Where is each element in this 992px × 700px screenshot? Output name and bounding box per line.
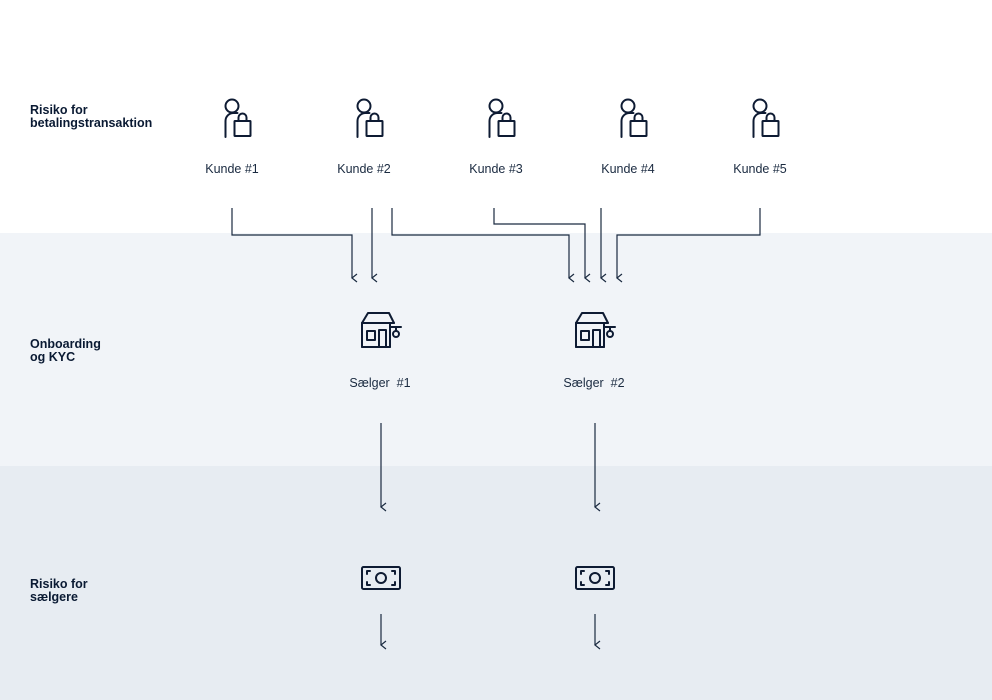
customer-label: Kunde #3 <box>469 162 523 176</box>
customer-label: Kunde #2 <box>337 162 391 176</box>
storefront-icon <box>575 312 616 348</box>
seller-label: Sælger #2 <box>563 376 625 390</box>
connector-customer1-seller1 <box>231 208 358 283</box>
customer-label: Kunde #5 <box>733 162 787 176</box>
connector-customer2-seller2 <box>391 208 575 283</box>
customer-shopping-icon <box>752 98 780 138</box>
row-label-seller-risk: Risiko for sælgere <box>30 577 88 604</box>
seller-risk-band <box>0 466 992 700</box>
banknote-icon <box>575 566 615 590</box>
row-label-payment-risk: Risiko for betalingstransaktion <box>30 103 153 130</box>
row-label-onboarding: Onboarding og KYC <box>30 337 101 364</box>
seller-label: Sælger #1 <box>349 376 411 390</box>
onboarding-band <box>0 233 992 466</box>
customer-shopping-icon <box>488 98 516 138</box>
customer-label: Kunde #1 <box>205 162 259 176</box>
customer-shopping-icon <box>224 98 252 138</box>
customer-shopping-icon <box>356 98 384 138</box>
payment-risk-band <box>0 0 992 233</box>
connector-customer5-seller2 <box>616 208 761 283</box>
banknote-icon <box>361 566 401 590</box>
connector-customer3-seller2 <box>493 208 591 283</box>
storefront-icon <box>361 312 402 348</box>
customer-label: Kunde #4 <box>601 162 655 176</box>
customer-shopping-icon <box>620 98 648 138</box>
